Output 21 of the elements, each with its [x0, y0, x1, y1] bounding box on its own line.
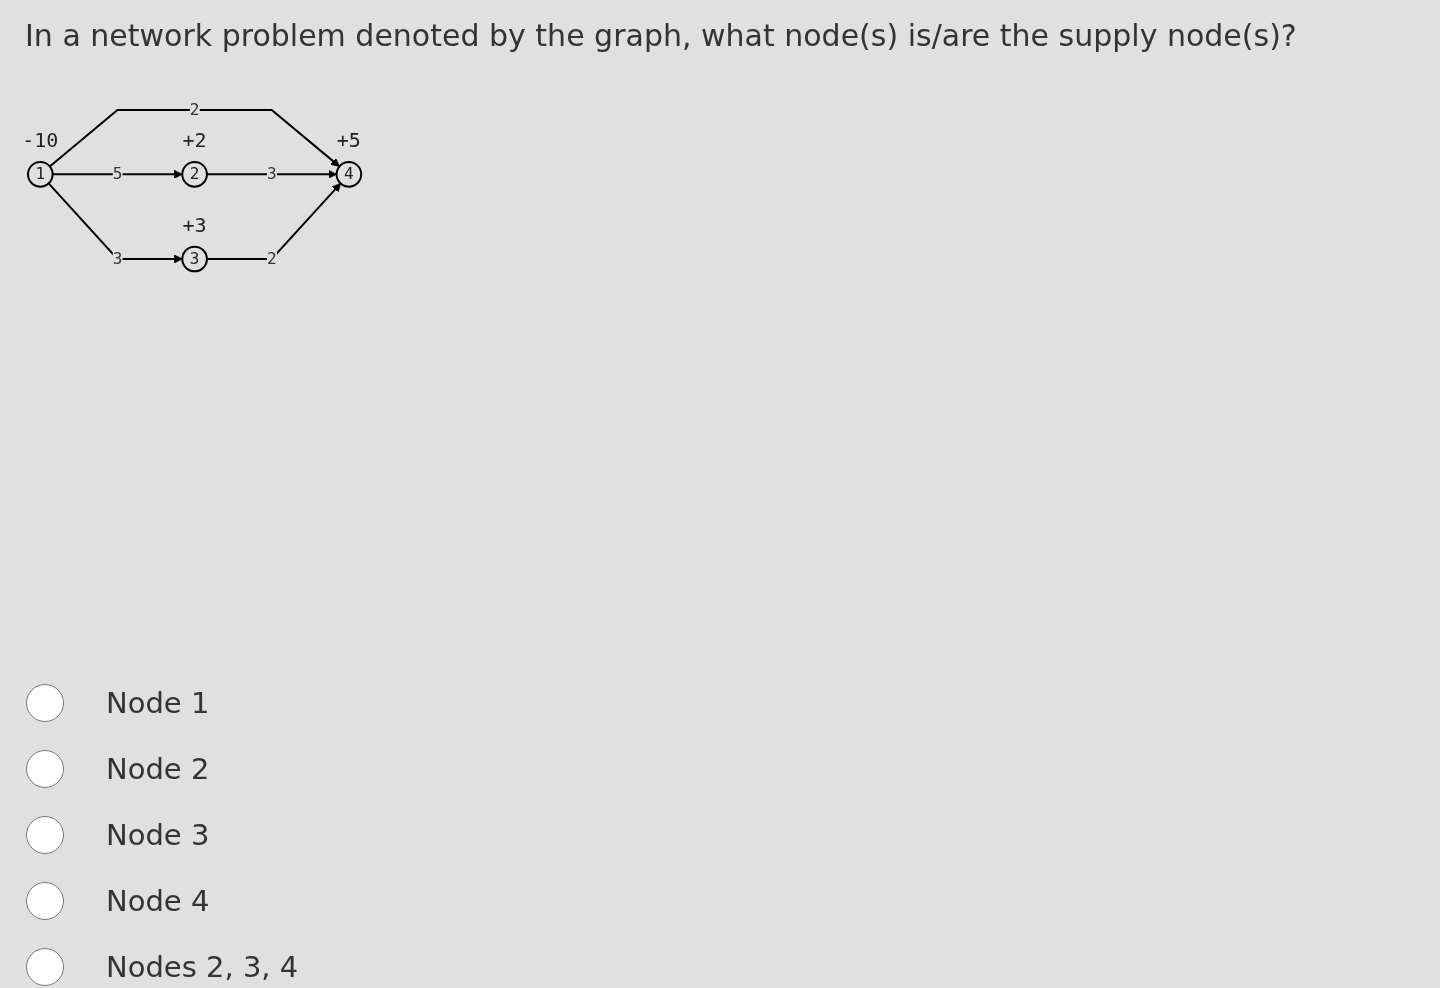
node-circle: 3 [181, 245, 208, 273]
edge-label: 2 [189, 100, 200, 119]
edge-label: 5 [112, 164, 123, 184]
node-circle: 1 [27, 161, 54, 188]
option-text: Node 2 [106, 752, 210, 786]
supply-value: +5 [336, 128, 361, 152]
option-text: Node 4 [106, 884, 210, 918]
edge-label: 3 [112, 248, 123, 268]
node-circle: 2 [181, 161, 208, 188]
arrow [47, 182, 183, 264]
option-text: Node 1 [106, 686, 210, 720]
edge-label: 2 [266, 248, 277, 268]
option-text: Node 3 [106, 818, 210, 852]
supply-value: +3 [182, 212, 207, 237]
supply-value: -10 [22, 128, 59, 152]
arrow [48, 109, 340, 168]
node-circle: 4 [335, 161, 363, 188]
option-text: Nodes 2, 3, 4 [106, 950, 299, 984]
supply-value: +2 [182, 128, 207, 152]
edge-label: 3 [266, 164, 277, 184]
question-text: In a network problem denoted by the graph, what node(s) is/are the supply node(s)? [25, 18, 1297, 53]
